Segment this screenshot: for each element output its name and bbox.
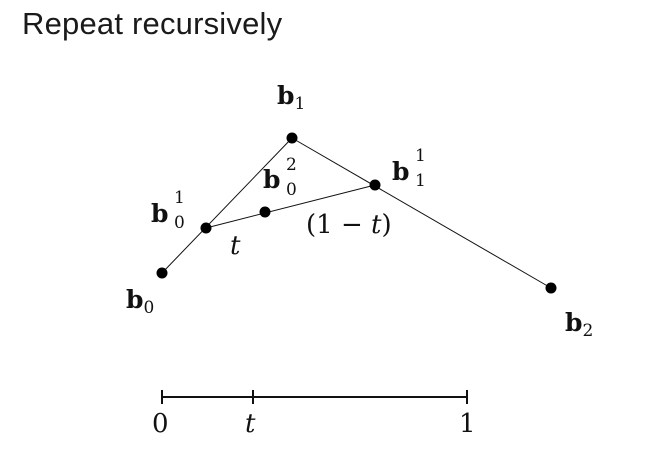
- axis-label-t: t: [245, 409, 256, 439]
- axis-label-0: 0: [152, 409, 169, 439]
- label-b2: b2: [565, 308, 593, 341]
- label-b02-sub: 0: [286, 180, 297, 200]
- label-b1: b1: [277, 81, 305, 114]
- segment-b0-b1: [161, 137, 293, 274]
- point-b01: [200, 222, 212, 234]
- label-b0: b0: [126, 285, 154, 318]
- label-b11-sub: 1: [415, 171, 426, 191]
- label-b11-base: b: [392, 157, 409, 186]
- label-t: t: [230, 231, 241, 261]
- point-b02: [259, 206, 271, 218]
- slide-title: Repeat recursively: [22, 6, 283, 41]
- segment-b1-b2: [291, 137, 552, 289]
- label-b01-base: b: [151, 199, 168, 228]
- axis-label-1: 1: [459, 409, 476, 439]
- label-b02-sup: 2: [286, 155, 297, 175]
- label-b01-sup: 1: [174, 188, 185, 208]
- segment-b01-b11: [205, 184, 376, 229]
- label-b01-sub: 0: [174, 213, 185, 233]
- label-b11-sup: 1: [415, 146, 426, 166]
- point-b1: [286, 132, 298, 144]
- label-one-minus-t: (1 − t): [306, 210, 392, 240]
- label-b02-base: b: [263, 165, 280, 194]
- point-b2: [545, 282, 557, 294]
- point-b11: [369, 179, 381, 191]
- point-b0: [156, 267, 168, 279]
